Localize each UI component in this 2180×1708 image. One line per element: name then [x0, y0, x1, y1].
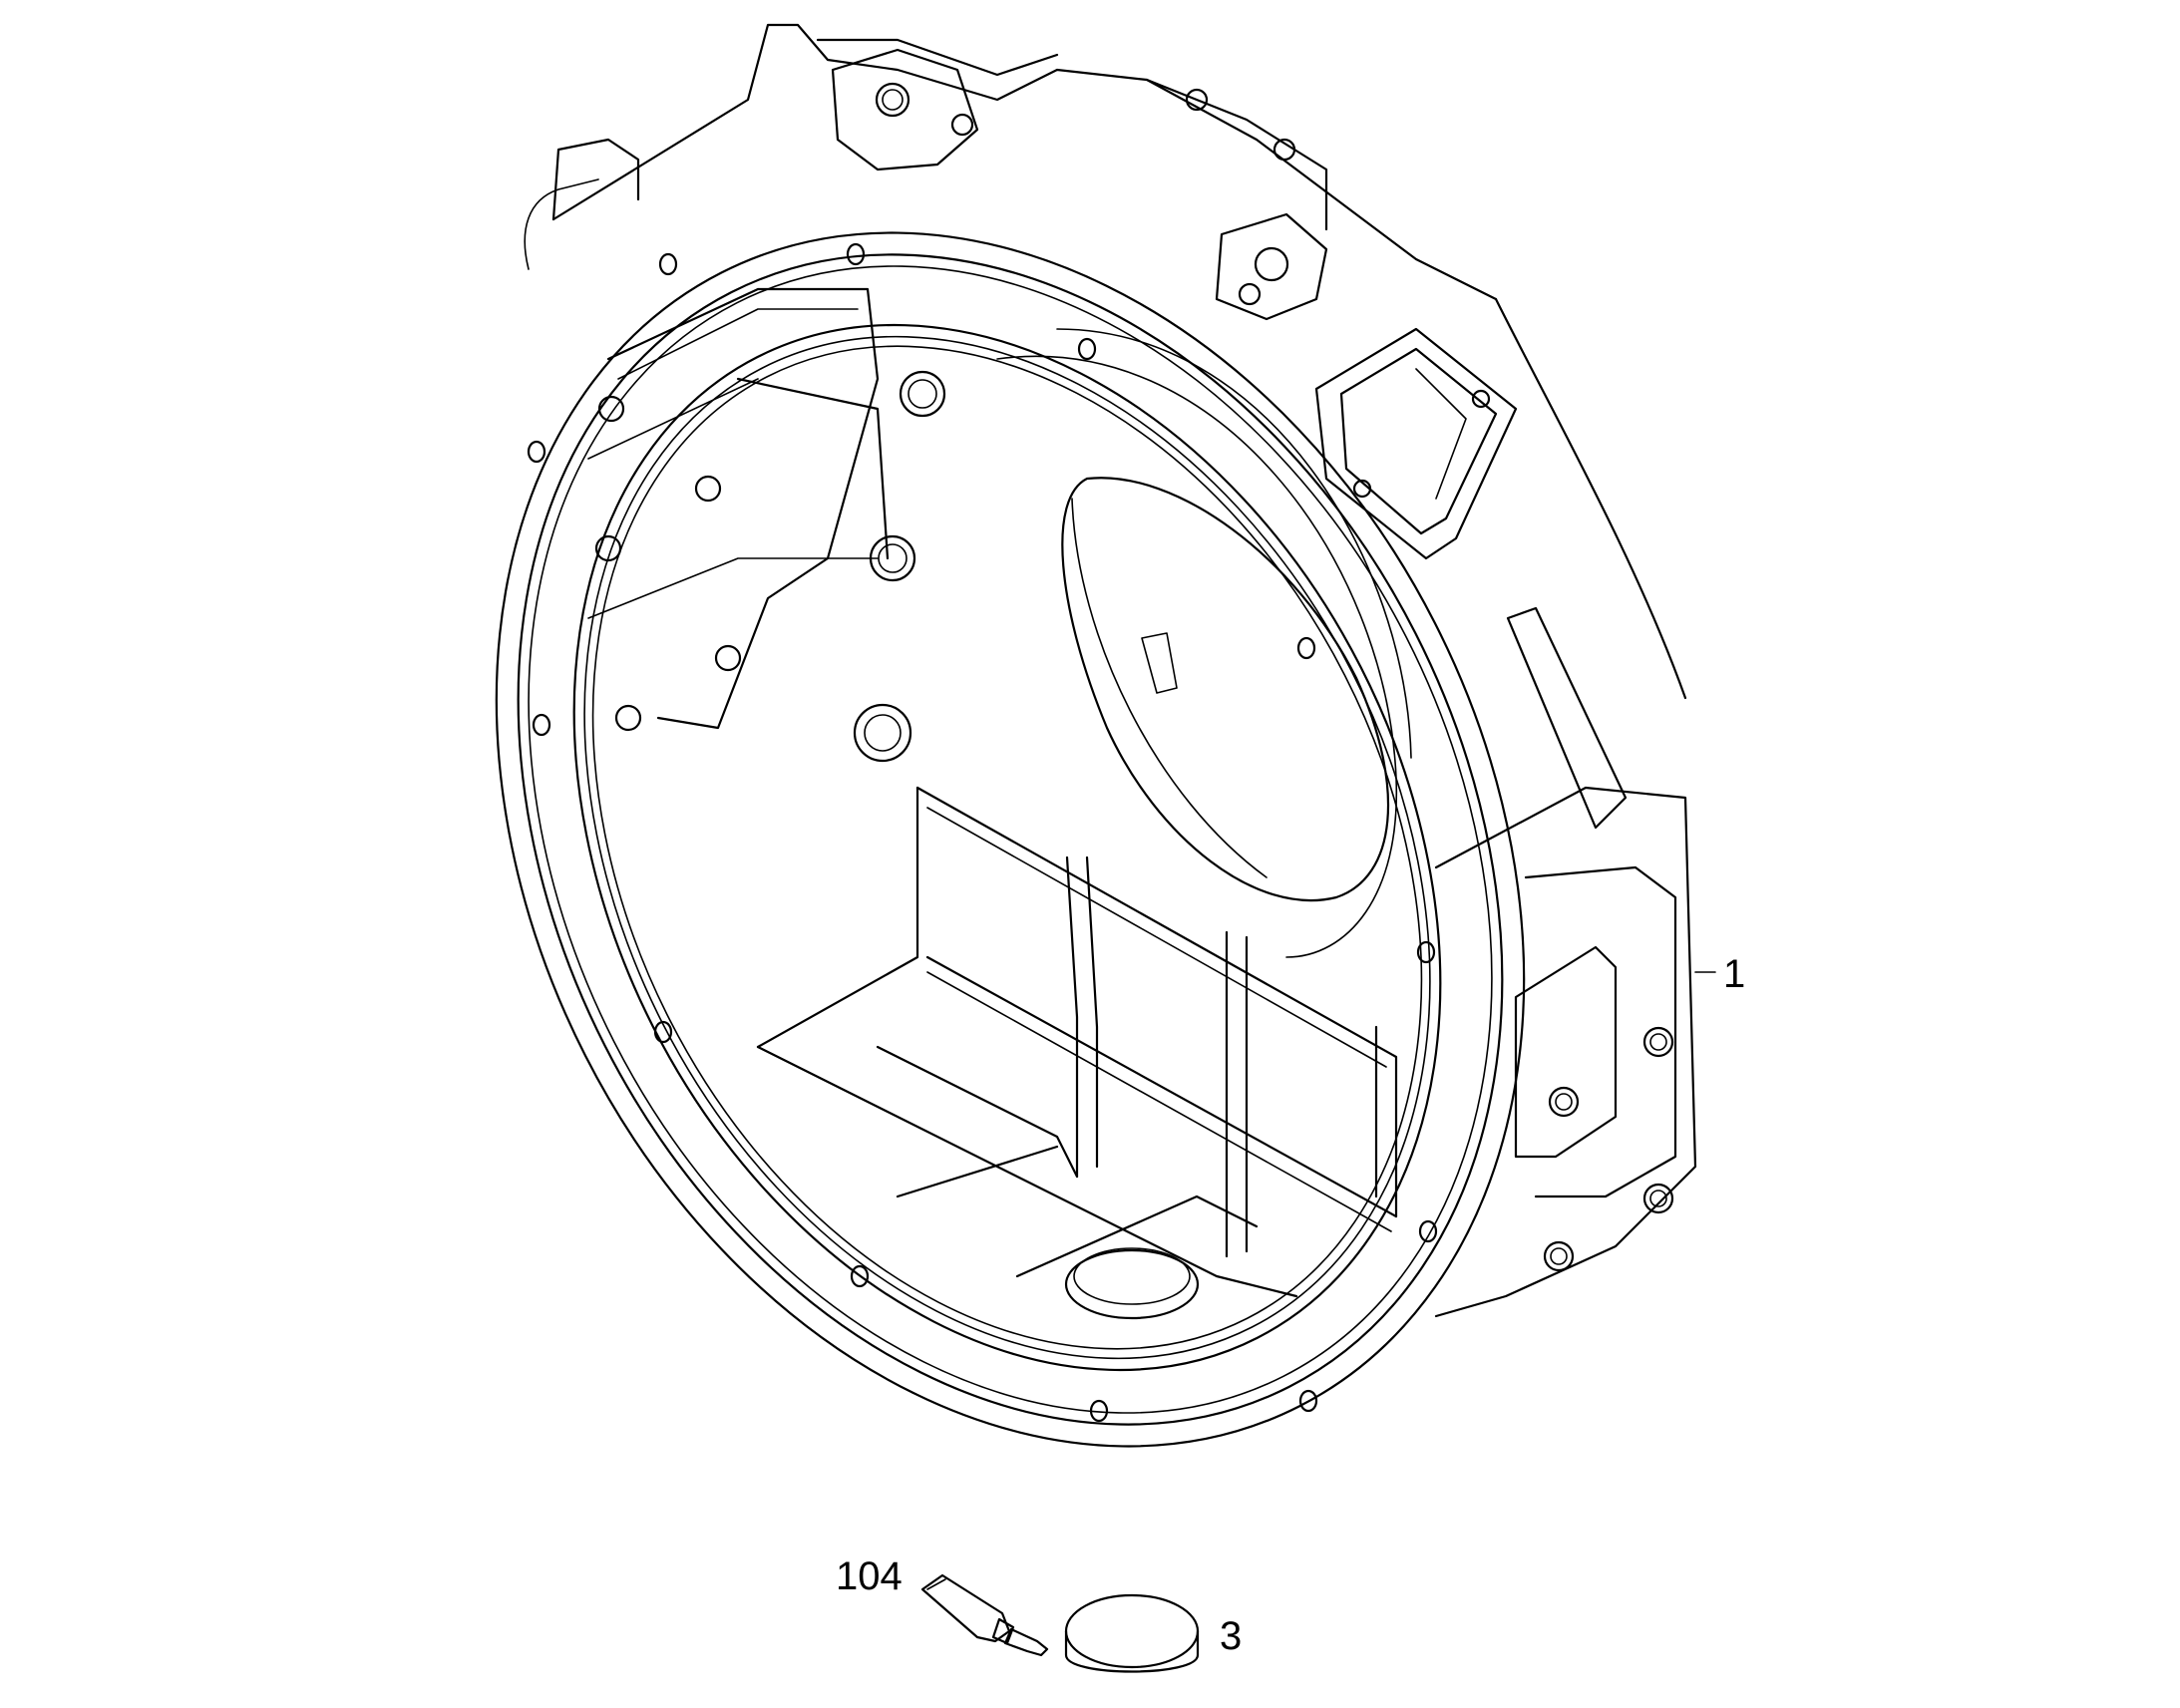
callout-plug: 3 [1220, 1614, 1242, 1658]
sealant-tube [920, 1573, 1049, 1657]
callout-sealant: 104 [836, 1554, 903, 1598]
plug-cap [1064, 1593, 1200, 1673]
flange-bolt-holes [527, 242, 1438, 1423]
callout-housing: 1 [1723, 952, 1745, 996]
flywheel-housing [495, 23, 1697, 1448]
